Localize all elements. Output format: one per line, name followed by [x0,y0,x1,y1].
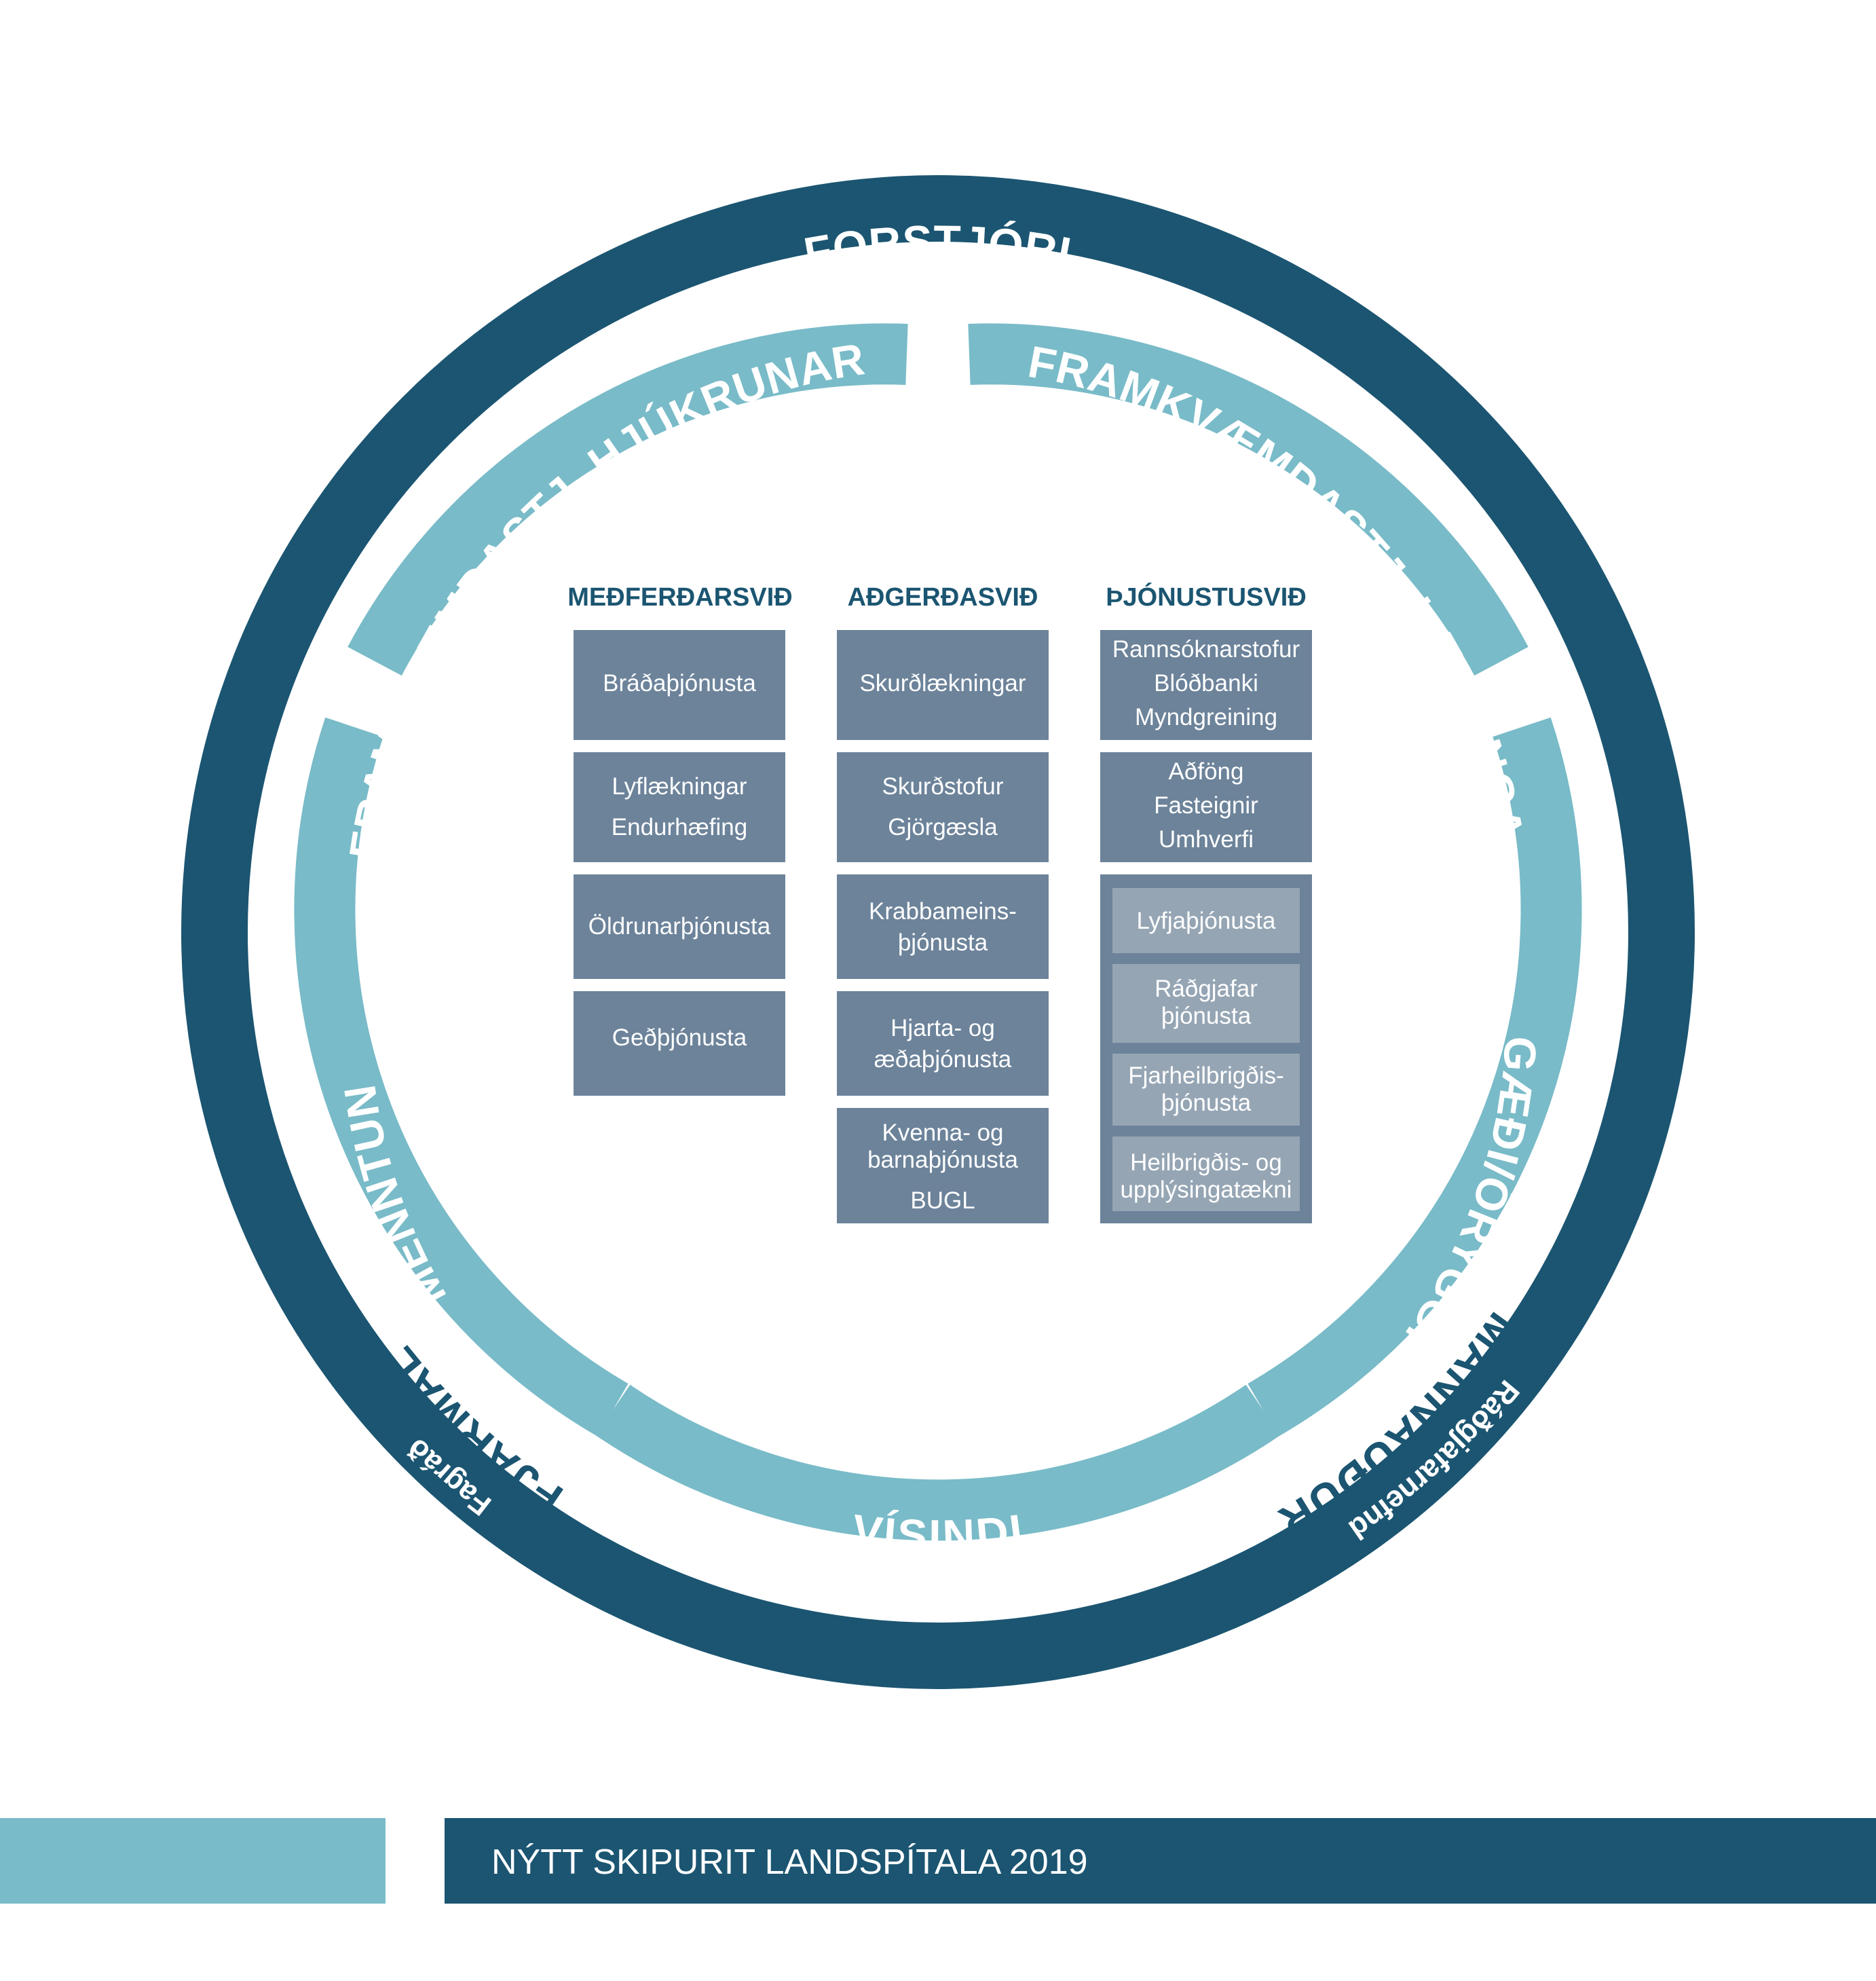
box-line: Lyfjaþjónusta [1137,908,1276,934]
division-box [837,1108,1049,1223]
box-line: Bráðaþjónusta [603,670,756,697]
division-box [837,991,1049,1096]
box-line: Heilbrigðis- og [1130,1149,1282,1176]
science-segment [595,1384,1281,1541]
sub-unit-box [1112,964,1300,1043]
division-box [574,874,785,979]
outer-ring [181,175,1695,1689]
box-line: Fjarheilbrigðis- [1128,1062,1284,1089]
box-line: Umhverfi [1159,826,1254,853]
column-header-treatment: MEÐFERÐARSVIÐ [567,583,792,612]
medicine-segment [968,323,1528,676]
box-line: Skurðlækningar [859,670,1026,697]
division-box [1100,752,1312,862]
division-columns: MEÐFERÐARSVIÐ Bráðaþjónusta Lyflækningar… [567,582,1312,1223]
footer-accent-bar [0,1818,386,1904]
box-line: Aðföng [1169,758,1244,785]
column-surgery: AÐGERÐASVIÐ Skurðlækningar Skurðstofur G… [837,583,1049,1223]
column-services: ÞJÓNUSTUSVIÐ Rannsóknarstofur Blóðbanki … [1100,582,1312,1223]
column-header-services: ÞJÓNUSTUSVIÐ [1106,582,1307,612]
box-line: upplýsingatækni [1121,1177,1292,1203]
box-line: Lyflækningar [612,773,747,800]
footer-title: NÝTT SKIPURIT LANDSPÍTALA 2019 [491,1843,1088,1882]
column-header-surgery: AÐGERÐASVIÐ [848,583,1038,612]
box-line: BUGL [910,1187,975,1214]
box-line: Skurðstofur [882,773,1004,800]
box-line: Fasteignir [1154,792,1258,819]
box-line: Gjörgæsla [888,814,998,840]
box-line: Hjarta- og [890,1015,995,1041]
forstjori-label: FORSTJÓRI [800,216,1076,279]
division-box [837,874,1049,979]
division-box [574,630,785,740]
footer-title-bar [445,1818,1876,1904]
box-line: þjónusta [1161,1090,1252,1116]
education-segment [294,717,629,1437]
box-line: Kvenna- og [882,1119,1003,1146]
column-treatment: MEÐFERÐARSVIÐ Bráðaþjónusta Lyflækningar… [567,583,793,1096]
division-box [837,630,1049,740]
box-line: Rannsóknarstofur [1112,636,1300,663]
sub-unit-box [1112,888,1300,953]
sub-unit-box [1112,1054,1300,1126]
nursing-segment [348,323,908,676]
division-box [1100,630,1312,740]
box-line: Ráðgjafar [1155,976,1258,1002]
box-line: Geðþjónusta [612,1024,747,1051]
box-line: Öldrunarþjónusta [588,913,771,940]
inner-ring [294,323,1582,1541]
science-label: VÍSINDI [850,1504,1027,1561]
division-box [574,991,785,1096]
box-line: Myndgreining [1135,704,1277,730]
box-line: þjónusta [898,929,988,956]
division-box [837,752,1049,862]
box-line: barnaþjónusta [867,1147,1018,1173]
box-line: þjónusta [1161,1003,1252,1029]
box-line: æðaþjónusta [874,1046,1012,1073]
box-line: Krabbameins- [869,898,1017,925]
sub-unit-box [1112,1136,1300,1211]
box-line: Blóðbanki [1154,670,1258,697]
quality-segment [1247,717,1582,1437]
box-line: Endurhæfing [612,814,747,840]
division-box [574,752,785,862]
